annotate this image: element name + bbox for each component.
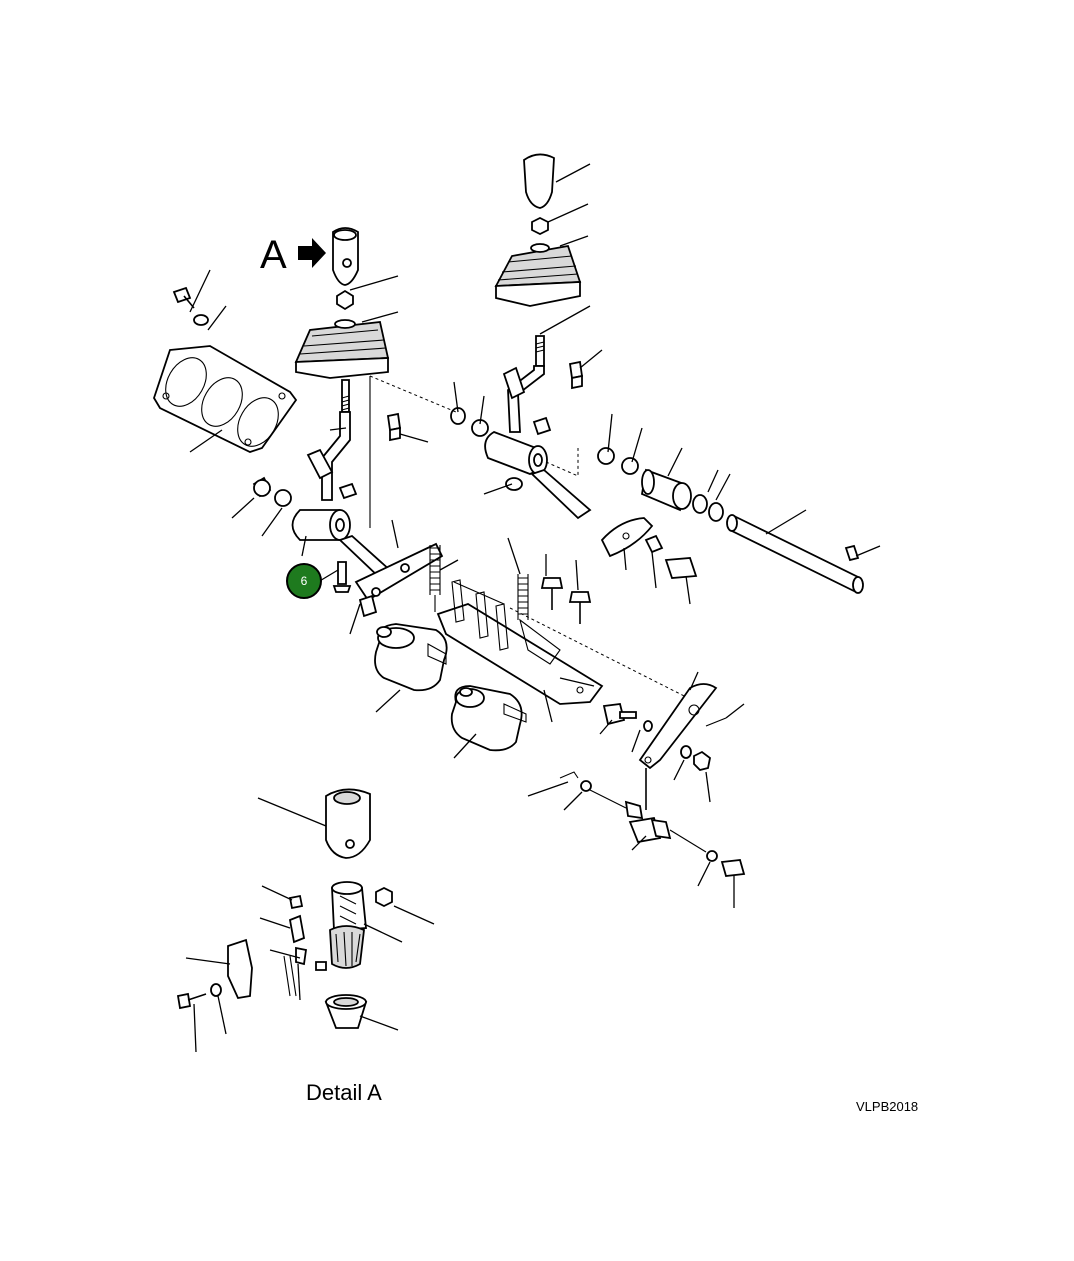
detail-knob: [325, 788, 371, 859]
bell-crank: [638, 683, 718, 770]
detail-a-assembly: [176, 788, 393, 1029]
view-marker-letter: A: [260, 233, 287, 277]
callout-6-circle[interactable]: [286, 563, 322, 599]
cross-shaft: [728, 514, 862, 594]
left-lever-nut: [336, 289, 354, 311]
linkage-plate: [354, 542, 444, 602]
leader-lines: [185, 163, 881, 1053]
right-linkage-assembly: [559, 683, 746, 877]
detail-bracket: [227, 938, 253, 1000]
right-shift-lever-assembly: [450, 153, 864, 594]
alignment-lines: [369, 375, 701, 705]
left-shift-lever-assembly: [252, 227, 448, 692]
callout-6[interactable]: 6: [286, 563, 339, 599]
base-plate-assembly: [436, 574, 604, 752]
right-lever-knob: [523, 153, 555, 209]
left-lever-knob: [332, 227, 359, 286]
view-arrow-icon: [298, 238, 326, 268]
callout-6-number: 6: [301, 574, 308, 588]
figure-code: VLPB2018: [856, 1099, 918, 1114]
cam-plate: [600, 517, 654, 558]
gasket: [153, 286, 298, 453]
detail-a-label: Detail A: [306, 1080, 382, 1105]
